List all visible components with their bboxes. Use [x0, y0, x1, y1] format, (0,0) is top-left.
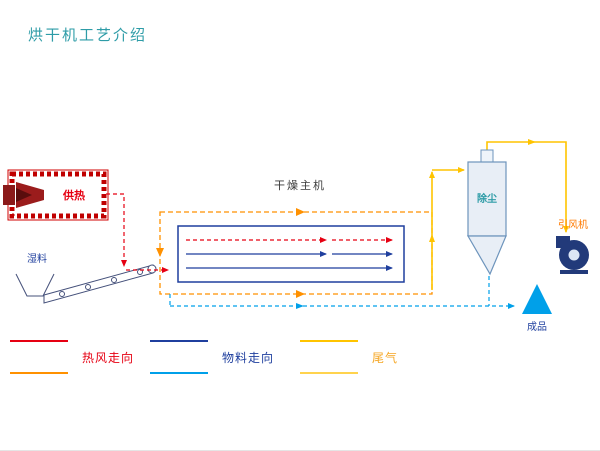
- product-triangle-icon: [522, 284, 552, 314]
- legend-hot-air-label: 热风走向: [82, 350, 135, 365]
- conveyor-roller-icon: [111, 277, 117, 283]
- dryer-label: 干燥主机: [274, 178, 326, 192]
- feed-hopper: [15, 273, 55, 297]
- legend-line-yellow: [300, 340, 358, 342]
- legend-material: 物料走向: [150, 340, 274, 374]
- conveyor-head-pulley-icon: [147, 264, 157, 274]
- burner-nozzle-icon: [3, 185, 15, 205]
- cyclone-dust-collector: 除尘: [466, 149, 507, 276]
- conveyor-roller-icon: [59, 291, 65, 297]
- casing-flow-arrow: [296, 208, 305, 216]
- legend-exhaust-lines: [300, 340, 358, 374]
- legend-line-light-yellow: [300, 372, 358, 374]
- cyclone-outlet-pipe: [480, 149, 494, 163]
- furnace-label: 供热: [62, 188, 85, 202]
- hot-air-duct-lines: [106, 193, 169, 273]
- product-discharge: 成品: [169, 276, 552, 333]
- casing-flow-arrow: [156, 248, 164, 257]
- legend-exhaust: 尾气: [300, 340, 398, 374]
- cyclone-cone: [466, 235, 507, 276]
- casing-flow-arrow: [296, 290, 305, 298]
- legend-hot-air-lines: [10, 340, 68, 374]
- induced-fan: 引风机: [556, 218, 589, 274]
- fan-base-icon: [560, 270, 588, 274]
- product-flow-arrow: [296, 303, 304, 309]
- burner-flame-core-icon: [16, 188, 32, 202]
- legend-line-navy: [150, 340, 208, 342]
- legend-exhaust-label: 尾气: [372, 350, 399, 365]
- conveyor-belt: [43, 264, 154, 304]
- exhaust-to-fan-line: [486, 141, 569, 233]
- legend-line-cyan: [150, 372, 208, 374]
- exhaust-arrow: [429, 234, 435, 242]
- hot-air-down-line: [106, 193, 127, 267]
- conveyor-roller-icon: [85, 284, 91, 290]
- fan-label: 引风机: [558, 218, 588, 231]
- wet-material-label: 湿料: [27, 252, 47, 265]
- legend-material-label: 物料走向: [222, 350, 275, 365]
- dryer-drum: 干燥主机: [177, 178, 405, 283]
- exhaust-duct-lines: [429, 139, 569, 290]
- dust-collector-label: 除尘: [477, 192, 497, 205]
- legend-line-red: [10, 340, 68, 342]
- fan-hub-icon: [568, 249, 580, 261]
- furnace: 供热: [3, 169, 109, 221]
- exhaust-arrow: [528, 139, 536, 145]
- product-label: 成品: [527, 321, 547, 333]
- legend-line-orange: [10, 372, 68, 374]
- feed-conveyor: 湿料: [15, 252, 157, 304]
- cyclone-body: [467, 161, 507, 237]
- legend-material-lines: [150, 340, 208, 374]
- legend-hot-air: 热风走向: [10, 340, 134, 374]
- page-title: 烘干机工艺介绍: [28, 27, 148, 44]
